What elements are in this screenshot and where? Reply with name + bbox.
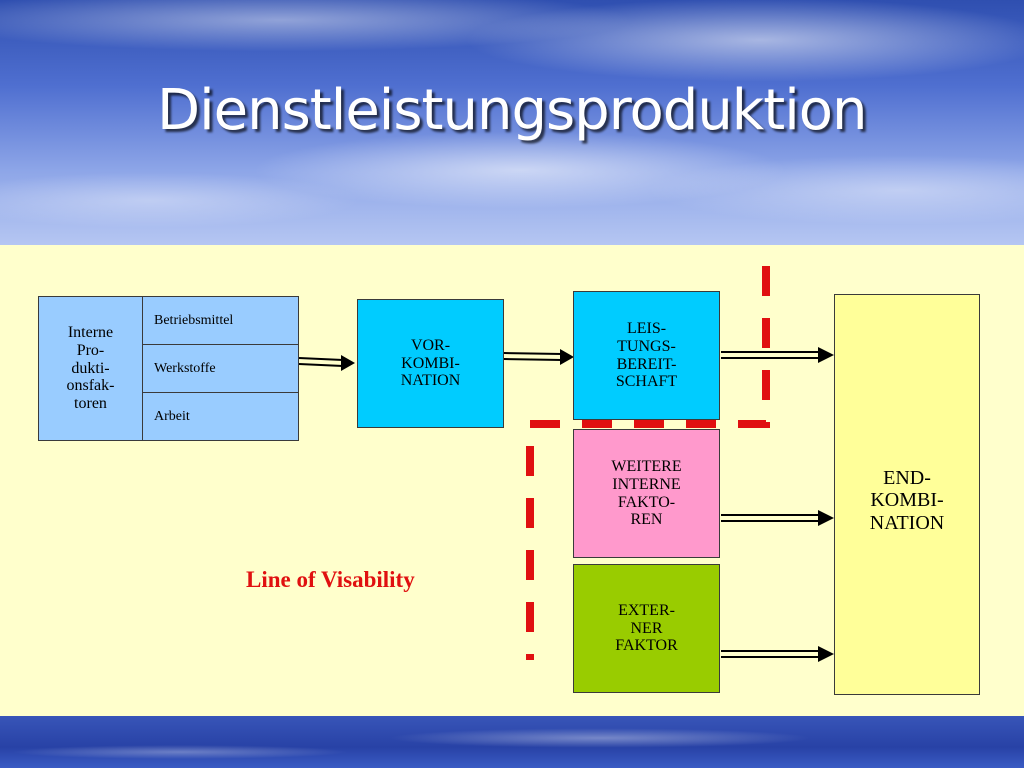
arrow-external-to-endkombination: [721, 646, 834, 662]
pre-combination-box: VOR- KOMBI- NATION: [357, 299, 504, 428]
readiness-box: LEIS- TUNGS- BEREIT- SCHAFT: [573, 291, 720, 420]
betriebsmittel-cell: Betriebsmittel: [142, 296, 299, 345]
arrow-internal-to-vorkombination: [298, 355, 355, 371]
external-factor-box: EXTER- NER FAKTOR: [573, 564, 720, 693]
end-combination-box: END- KOMBI- NATION: [834, 294, 980, 695]
footer-background: [0, 716, 1024, 768]
arbeit-cell: Arbeit: [142, 392, 299, 441]
line-of-visibility-dashed: [526, 266, 770, 660]
header-background: [0, 0, 1024, 245]
further-internal-factors-box: WEITERE INTERNE FAKTO- REN: [573, 429, 720, 558]
werkstoffe-cell: Werkstoffe: [142, 344, 299, 393]
slide-title: Dienstleistungsproduktion: [157, 78, 868, 143]
arrow-further-internal-to-endkombination: [721, 510, 834, 526]
internal-factors-box: Interne Pro- dukti- onsfak- toren: [38, 296, 143, 441]
line-of-visibility-label: Line of Visability: [246, 567, 415, 592]
arrow-readiness-to-endkombination: [721, 347, 834, 363]
arrow-vorkombination-to-readiness: [503, 349, 574, 365]
